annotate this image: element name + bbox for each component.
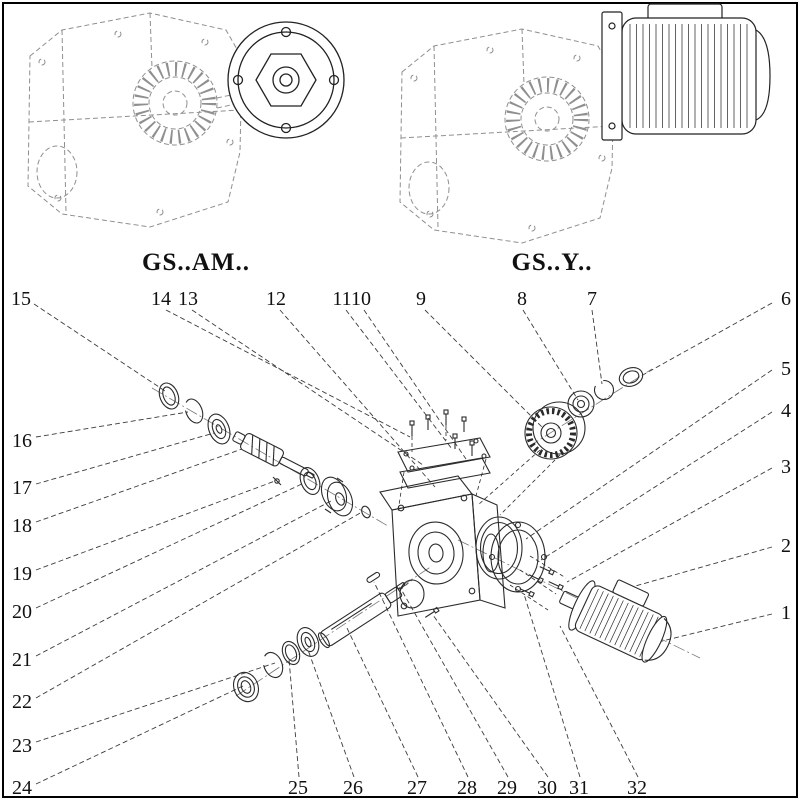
callout-1: 1 — [781, 602, 791, 624]
gearbox-phantom-am-drawing — [27, 12, 255, 228]
callout-26: 26 — [343, 777, 363, 799]
part-ring-25 — [281, 640, 301, 666]
part-ring-6 — [618, 367, 644, 387]
callout-14: 14 — [151, 288, 171, 310]
callout-16: 16 — [12, 430, 32, 452]
variant-label-gs-y: GS..Y.. — [511, 249, 593, 276]
callout-19: 19 — [12, 563, 32, 585]
part-bearing-26 — [296, 627, 320, 657]
callout-23: 23 — [12, 735, 32, 757]
callout-28: 28 — [457, 777, 477, 799]
callout-12: 12 — [266, 288, 286, 310]
projection-lines-gear — [477, 449, 561, 516]
part-gasket-12 — [399, 457, 491, 489]
callout-20: 20 — [12, 601, 32, 623]
part-circlip-16 — [184, 398, 204, 424]
callout-27: 27 — [407, 777, 427, 799]
part-bearing-8 — [567, 390, 595, 418]
part-shaft-27 — [317, 586, 403, 649]
callout-18: 18 — [12, 515, 32, 537]
callout-21: 21 — [12, 649, 32, 671]
callout-22: 22 — [12, 691, 32, 713]
flange-am-drawing — [227, 21, 345, 139]
callout-3: 3 — [781, 456, 791, 478]
flange-screws — [518, 564, 564, 598]
callout-5: 5 — [781, 358, 791, 380]
part-ring-22 — [361, 505, 371, 519]
callout-32: 32 — [627, 777, 647, 799]
cover-screws — [409, 409, 475, 457]
part-seal-24 — [232, 671, 260, 703]
callout-15: 15 — [11, 288, 31, 310]
part-circlip-7 — [593, 379, 615, 401]
callout-11: 11 — [332, 288, 352, 310]
callout-25: 25 — [288, 777, 308, 799]
part-motor-1 — [559, 579, 672, 663]
part-flange-4 — [488, 521, 548, 593]
part-ring-15 — [158, 382, 180, 410]
part-gear-9 — [524, 401, 586, 460]
callout-7: 7 — [587, 288, 597, 310]
part-pin-19 — [272, 476, 282, 486]
motor-y-drawing — [601, 3, 771, 141]
leader-lines — [33, 302, 773, 785]
part-key-28 — [366, 571, 381, 583]
exploded-parts — [158, 367, 672, 703]
variant-label-gs-am: GS..AM.. — [142, 249, 250, 276]
callout-31: 31 — [569, 777, 589, 799]
projection-lines-motor — [509, 555, 567, 611]
callout-17: 17 — [12, 477, 32, 499]
part-worm-shaft-18 — [232, 431, 315, 479]
callout-10: 10 — [351, 288, 371, 310]
projection-lines-shaft — [399, 579, 413, 591]
callout-8: 8 — [517, 288, 527, 310]
part-bearing-17 — [207, 413, 231, 445]
part-pin-29 — [396, 582, 406, 590]
callout-2: 2 — [781, 535, 791, 557]
part-circlip-23 — [262, 651, 284, 679]
callout-29: 29 — [497, 777, 517, 799]
gearbox-phantom-y-drawing — [399, 28, 615, 244]
callout-24: 24 — [12, 777, 32, 799]
part-screw-30 — [424, 606, 440, 618]
part-shim-5 — [475, 516, 523, 580]
callout-13: 13 — [178, 288, 198, 310]
callout-9: 9 — [416, 288, 426, 310]
callout-6: 6 — [781, 288, 791, 310]
callout-4: 4 — [781, 400, 791, 422]
part-gear-21 — [320, 476, 354, 517]
gearbox-housing — [379, 475, 506, 617]
callout-30: 30 — [537, 777, 557, 799]
part-bearing-20 — [299, 467, 321, 495]
